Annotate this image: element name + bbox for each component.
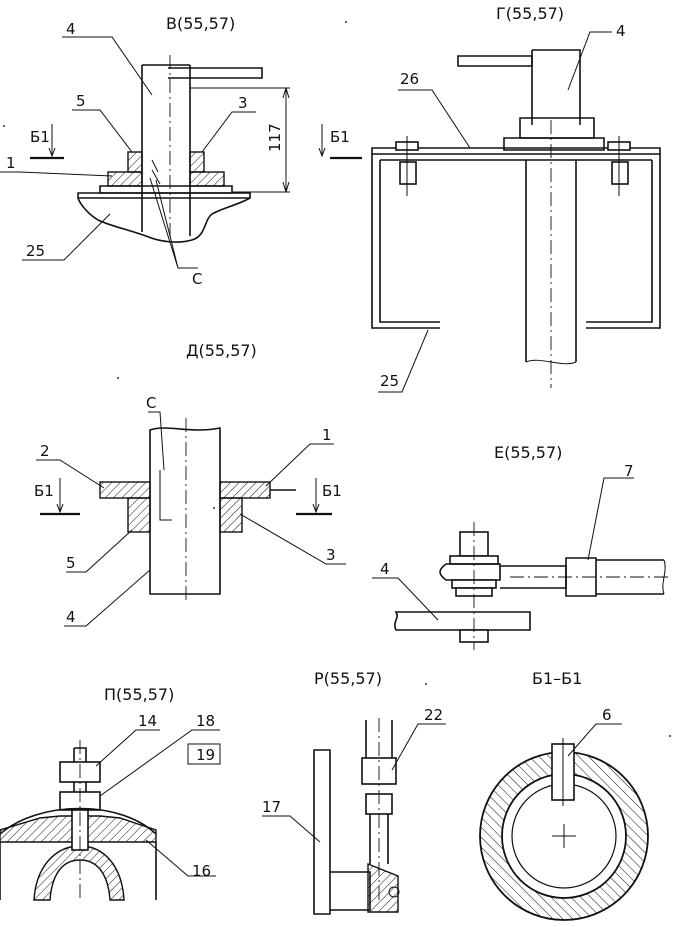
nut-right: [611, 161, 629, 185]
label-19: 19: [196, 746, 215, 764]
bushing-5: [127, 497, 151, 533]
view-p: П(55,57) 14 18 19 16: [0, 685, 221, 901]
view-v-title: В(55,57): [166, 14, 235, 33]
view-b: Б1–Б1 6: [479, 669, 649, 921]
label-c: С: [146, 394, 156, 412]
view-e-title: Е(55,57): [494, 443, 562, 462]
handle: [168, 67, 263, 79]
channel-right: [586, 154, 661, 329]
label-3: 3: [238, 94, 248, 112]
handle: [457, 55, 533, 67]
label-4: 4: [66, 608, 76, 626]
section-label-right: Б1: [322, 482, 342, 500]
base-plate: [77, 192, 251, 243]
rod-end: [439, 563, 501, 581]
view-d: Д(55,57) С 2 1 Б1 Б1 5 3 4: [34, 341, 346, 627]
dome-top: [0, 807, 157, 835]
label-25: 25: [26, 242, 45, 260]
shaft: [141, 65, 191, 236]
center-mark: [552, 824, 576, 848]
label-c: С: [192, 270, 202, 288]
label-4: 4: [66, 20, 76, 38]
section-label-left: Б1: [34, 482, 54, 500]
view-r: Р(55,57) 22 17: [262, 669, 446, 915]
plate-1: [219, 481, 271, 499]
rod: [500, 565, 567, 589]
coupling-nut: [565, 557, 597, 597]
label-17: 17: [262, 798, 281, 816]
post-17: [313, 749, 331, 915]
end-block: [367, 862, 399, 913]
dimension-line: [190, 87, 290, 193]
label-5: 5: [66, 554, 76, 572]
label-3: 3: [326, 546, 336, 564]
view-v: В(55,57) 117 4 5 3 1 25: [0, 14, 362, 288]
label-14: 14: [138, 712, 157, 730]
label-1: 1: [6, 154, 16, 172]
label-4: 4: [380, 560, 390, 578]
section-label-right: Б1: [330, 128, 350, 146]
washer: [107, 171, 143, 187]
label-26: 26: [400, 70, 419, 88]
label-22: 22: [424, 706, 443, 724]
view-e: Е(55,57) 7 4: [372, 443, 670, 650]
section-label-left: Б1: [30, 128, 50, 146]
view-g-title: Г(55,57): [496, 4, 564, 23]
dimension-117: 117: [266, 123, 284, 152]
plate-2: [99, 481, 151, 499]
label-7: 7: [624, 462, 634, 480]
view-p-title: П(55,57): [104, 685, 174, 704]
label-16: 16: [192, 862, 211, 880]
label-5: 5: [76, 92, 86, 110]
label-6: 6: [602, 706, 612, 724]
shaft: [149, 427, 221, 595]
post: [531, 49, 581, 125]
label-25: 25: [380, 372, 399, 390]
arch: [33, 845, 125, 901]
view-r-title: Р(55,57): [314, 669, 382, 688]
scan-specks: [3, 21, 671, 737]
nut-left: [399, 161, 417, 185]
bushing: [127, 151, 143, 173]
label-1: 1: [322, 426, 332, 444]
label-4: 4: [616, 22, 626, 40]
bushing-3: [219, 497, 243, 533]
view-d-title: Д(55,57): [186, 341, 257, 360]
channel-left: [371, 154, 440, 329]
base-bar: [394, 611, 531, 631]
label-18: 18: [196, 712, 215, 730]
view-g: Г(55,57) 4 26 25: [371, 4, 661, 393]
label-2: 2: [40, 442, 50, 460]
view-b-title: Б1–Б1: [532, 669, 582, 688]
